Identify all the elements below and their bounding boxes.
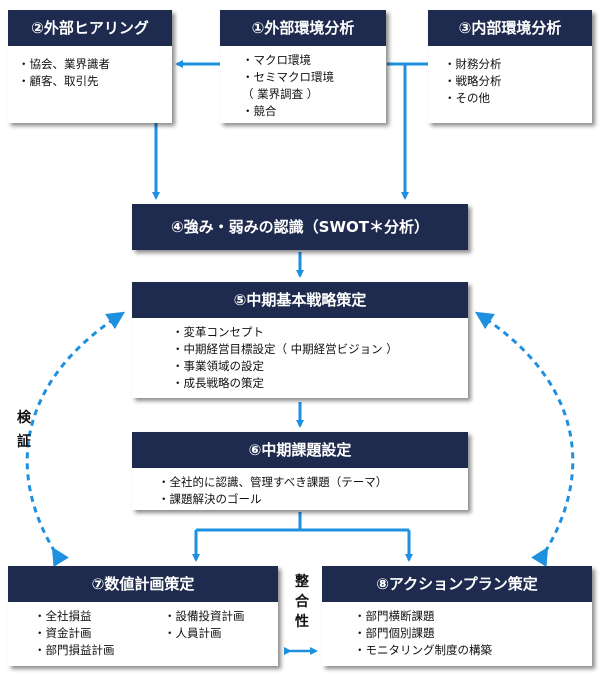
list-item: ・全社的に認識、管理すべき課題（テーマ）	[158, 475, 388, 489]
box-swot-title: ④強み・弱みの認識（SWOT＊分析）	[170, 218, 430, 236]
box-internal-environment-title: ③内部環境分析	[428, 10, 592, 46]
list-item: ・競合	[242, 104, 277, 118]
align-label-char: 合	[295, 594, 309, 610]
list-item: ・部門個別課題	[354, 626, 435, 640]
list-item: ・部門損益計画	[34, 643, 115, 657]
box-external-environment: ①外部環境分析 ・マクロ環境 ・セミマクロ環境 （ 業界調査 ） ・競合	[220, 10, 386, 123]
list-item: ・資金計画	[34, 626, 92, 640]
box-swot: ④強み・弱みの認識（SWOT＊分析）	[132, 204, 468, 250]
align-label: 整 合 性	[292, 572, 312, 632]
list-item: ・人員計画	[164, 626, 222, 640]
align-label-char: 整	[295, 574, 309, 590]
box-mid-term-issues-title: ⑥中期課題設定	[132, 432, 468, 468]
box-internal-environment: ③内部環境分析 ・財務分析 ・戦略分析 ・その他	[428, 10, 592, 123]
list-item: ・事業領域の設定	[172, 359, 264, 373]
list-item: ・その他	[444, 91, 490, 105]
box-external-environment-title: ①外部環境分析	[220, 10, 386, 46]
list-item: ・戦略分析	[444, 74, 502, 88]
verify-curve-left	[25, 311, 126, 567]
list-item: ・モニタリング制度の構築	[354, 643, 492, 657]
verify-label: 検 証	[14, 408, 34, 452]
list-item: ・設備投資計画	[164, 609, 245, 623]
verify-label-char: 証	[17, 434, 31, 450]
verify-curve-right	[474, 311, 575, 567]
list-item: ・マクロ環境	[242, 53, 311, 67]
box-action-plan-title: ⑧アクションプラン策定	[322, 566, 592, 602]
list-item: ・変革コンセプト	[172, 325, 264, 339]
list-item: ・中期経営目標設定（ 中期経営ビジョン ）	[172, 342, 398, 356]
box-external-hearing: ②外部ヒアリング ・協会、業界識者 ・顧客、取引先	[8, 10, 172, 123]
list-item: ・成長戦略の策定	[172, 376, 264, 390]
list-item: ・部門横断課題	[354, 609, 435, 623]
box-mid-term-strategy: ⑤中期基本戦略策定 ・変革コンセプト ・中期経営目標設定（ 中期経営ビジョン ）…	[132, 282, 468, 398]
list-item: ・課題解決のゴール	[158, 492, 262, 506]
list-item: ・協会、業界識者	[18, 57, 110, 71]
verify-label-char: 検	[17, 410, 31, 426]
box-mid-term-issues: ⑥中期課題設定 ・全社的に認識、管理すべき課題（テーマ） ・課題解決のゴール	[132, 432, 468, 510]
list-item: （ 業界調査 ）	[242, 87, 319, 101]
box-mid-term-strategy-title: ⑤中期基本戦略策定	[132, 282, 468, 318]
box-numeric-plan: ⑦数値計画策定 ・全社損益 ・資金計画 ・部門損益計画 ・設備投資計画 ・人員計…	[8, 566, 278, 666]
box-external-hearing-title: ②外部ヒアリング	[8, 10, 172, 46]
box-numeric-plan-title: ⑦数値計画策定	[8, 566, 278, 602]
box-action-plan: ⑧アクションプラン策定 ・部門横断課題 ・部門個別課題 ・モニタリング制度の構築	[322, 566, 592, 666]
list-item: ・財務分析	[444, 57, 502, 71]
align-label-char: 性	[295, 614, 309, 630]
list-item: ・顧客、取引先	[18, 74, 99, 88]
list-item: ・全社損益	[34, 609, 92, 623]
list-item: ・セミマクロ環境	[242, 70, 334, 84]
